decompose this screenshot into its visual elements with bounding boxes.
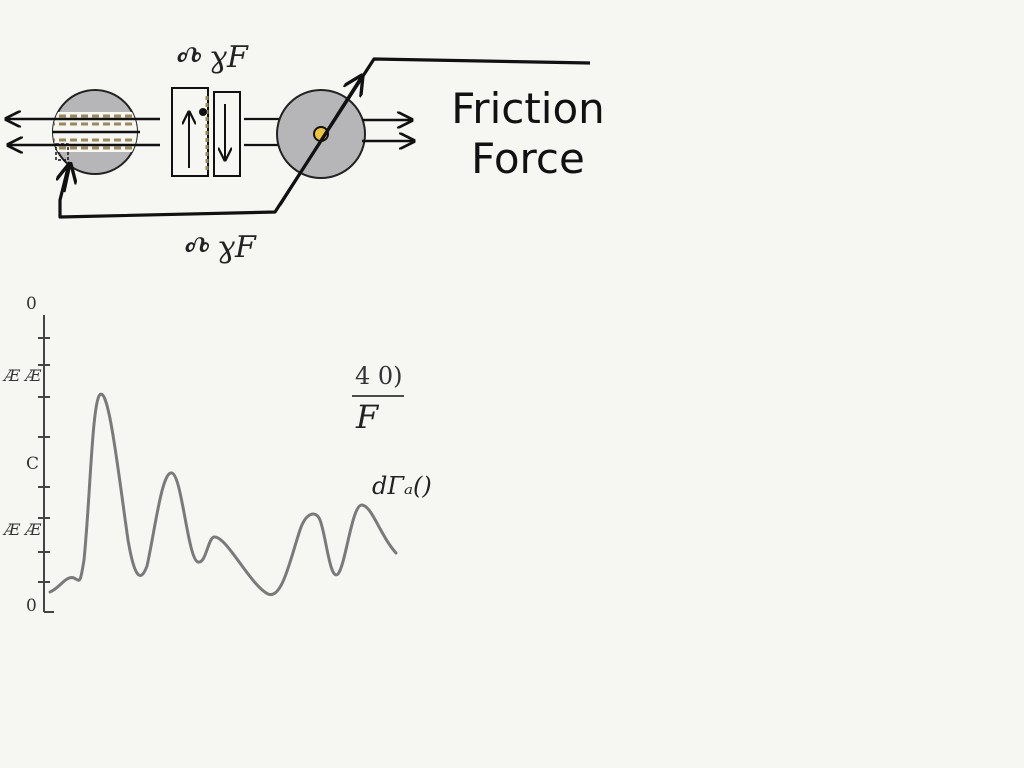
curve-label: dΓₐ() bbox=[372, 472, 432, 500]
return-arrow bbox=[64, 164, 70, 193]
connector-lines bbox=[244, 117, 282, 147]
y-tick-label: Æ Æ bbox=[4, 366, 42, 385]
y-tick-label: Æ Æ bbox=[4, 520, 42, 539]
y-tick-label: 0 bbox=[26, 294, 37, 314]
small-block-icon bbox=[55, 143, 69, 161]
title-line-2: Force bbox=[471, 134, 585, 183]
diagonal-force-arrow bbox=[278, 76, 362, 206]
y-tick-label: C bbox=[26, 454, 40, 474]
graph-axis bbox=[38, 315, 54, 613]
fraction-denominator: F bbox=[356, 398, 379, 436]
right-arrows bbox=[362, 120, 414, 141]
friction-curve bbox=[48, 392, 398, 596]
bottom-force-label: Ⰴ ɣF bbox=[182, 230, 256, 265]
sliding-blocks bbox=[171, 87, 241, 177]
title-line-1: Friction bbox=[451, 84, 605, 133]
belt-path bbox=[58, 57, 591, 219]
diagram-title: Friction Force bbox=[420, 84, 636, 184]
y-tick-label: 0 bbox=[26, 596, 37, 616]
top-force-label: Ⰴ ɣF bbox=[174, 40, 248, 75]
left-arrows bbox=[6, 119, 160, 145]
bearing-texture bbox=[53, 114, 137, 150]
fraction-numerator: 4 0) bbox=[355, 362, 403, 390]
right-disc bbox=[276, 89, 366, 179]
